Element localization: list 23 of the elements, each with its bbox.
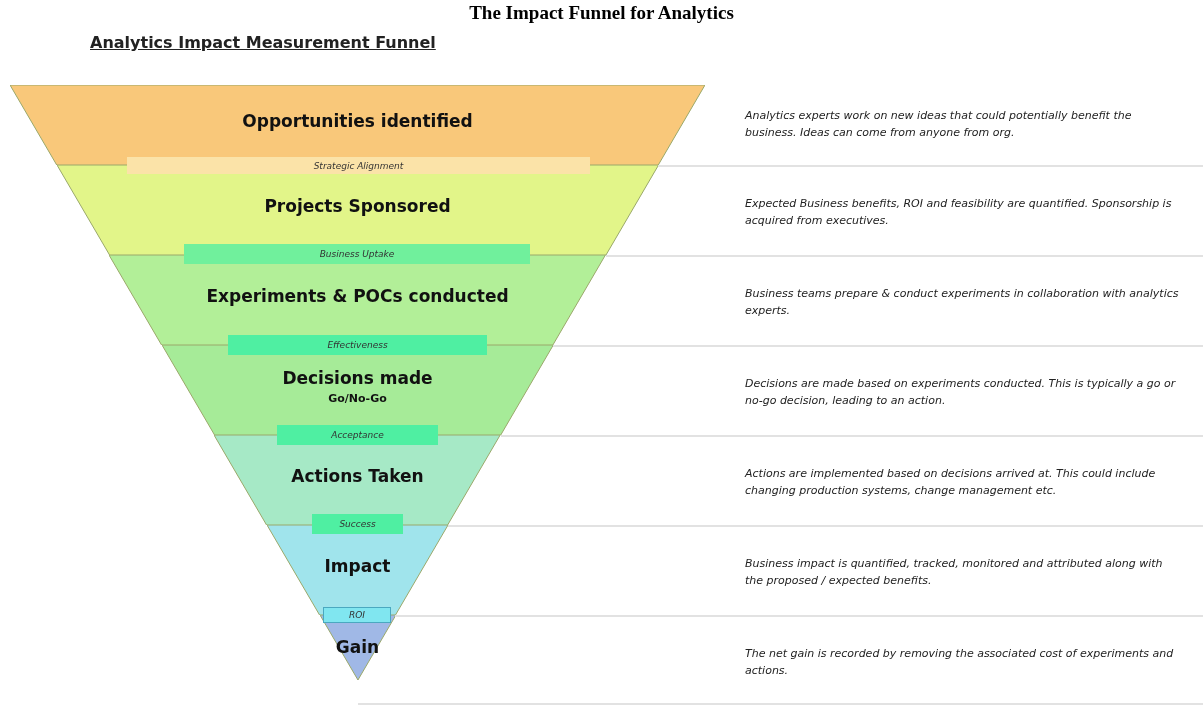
diagram-title: The Impact Funnel for Analytics <box>468 2 735 24</box>
stage-title: Experiments & POCs conducted <box>205 286 510 306</box>
stage-title: Decisions made <box>281 368 434 388</box>
stage-description: The net gain is recorded by removing the associated cost of experiments and actions. <box>745 646 1175 679</box>
stage-subtitle: Go/No-Go <box>327 392 388 405</box>
stage-description: Actions are implemented based on decisions arrived at. This could include changing production systems, change management etc. <box>745 466 1157 499</box>
stage-description: Decisions are made based on experiments conducted. This is typically a go or no-go decision, leading to an action. <box>745 376 1177 409</box>
gate-label: Acceptance <box>277 425 438 445</box>
stage-title: Actions Taken <box>290 466 425 486</box>
stage-title: Impact <box>323 556 392 576</box>
stage-description: Expected Business benefits, ROI and feasibility are quantified. Sponsorship is acquired from executives. <box>745 196 1173 229</box>
gate-label: Effectiveness <box>228 335 487 355</box>
stage-description: Business impact is quantified, tracked, monitored and attributed along with the proposed / expected benefits. <box>745 556 1164 589</box>
stage-description: Analytics experts work on new ideas that could potentially benefit the business. Ideas can come from anyone from org. <box>745 108 1133 141</box>
gate-label: Strategic Alignment <box>127 157 590 174</box>
gate-label: ROI <box>323 607 391 623</box>
gate-label: Business Uptake <box>184 244 530 264</box>
funnel-heading: Analytics Impact Measurement Funnel <box>90 33 436 52</box>
stage-title: Opportunities identified <box>241 111 474 131</box>
gate-label: Success <box>312 514 403 534</box>
stage-title: Gain <box>334 637 381 657</box>
stage-title: Projects Sponsored <box>263 196 452 216</box>
stage-description: Business teams prepare & conduct experiments in collaboration with analytics experts. <box>745 286 1180 319</box>
